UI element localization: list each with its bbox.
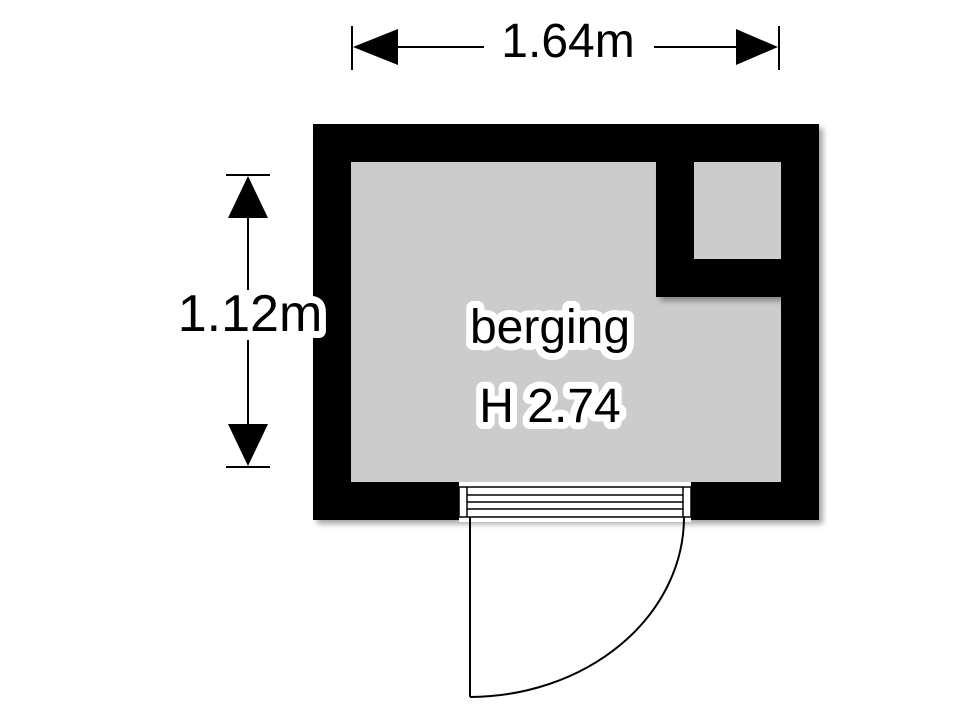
shaft-walls <box>656 162 781 297</box>
shaft <box>656 162 781 297</box>
arrow-up-icon <box>228 176 268 218</box>
dimension-height <box>226 174 270 468</box>
dimension-height-label: 1.12m <box>178 285 323 343</box>
dimension-width <box>351 26 780 70</box>
door-swing-arc <box>469 516 685 698</box>
dimension-width-label: 1.64m <box>501 15 634 68</box>
room-name-label: berging <box>470 301 630 354</box>
shaft-interior <box>694 162 781 259</box>
door-threshold <box>458 486 692 518</box>
room-height-label: H 2.74 <box>479 380 620 433</box>
door <box>469 516 685 698</box>
arrow-right-icon <box>736 29 778 65</box>
arrow-left-icon <box>353 29 398 65</box>
arrow-down-icon <box>228 424 268 466</box>
